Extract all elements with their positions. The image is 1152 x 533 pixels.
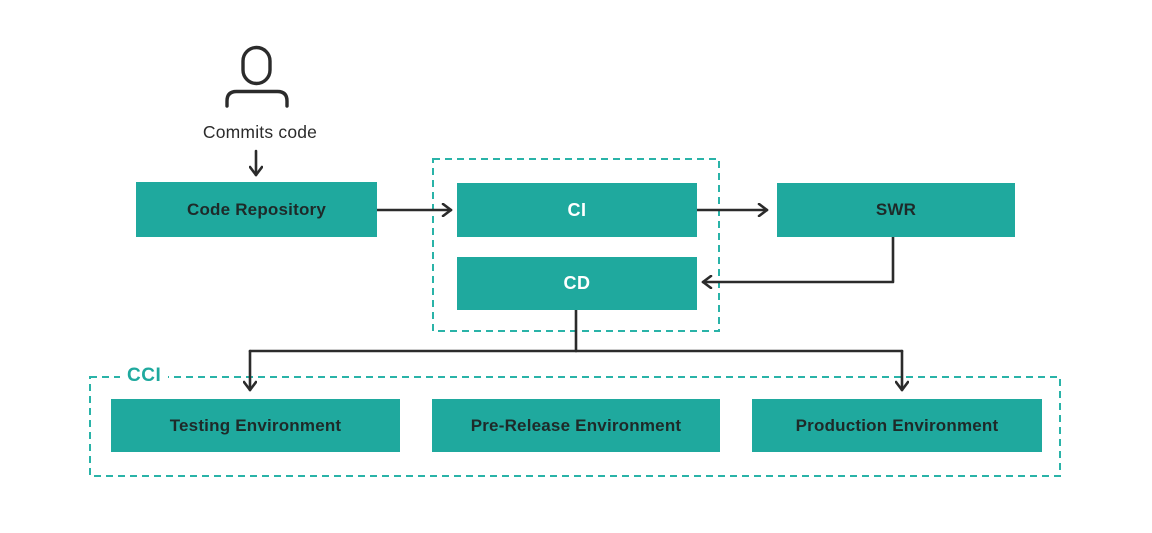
node-testing-environment[interactable]: Testing Environment — [111, 399, 400, 452]
cci-group-label: CCI — [120, 365, 169, 387]
node-swr[interactable]: SWR — [777, 183, 1015, 237]
node-pre-release-environment[interactable]: Pre-Release Environment — [432, 399, 720, 452]
node-cd[interactable]: CD — [457, 257, 697, 310]
node-production-environment[interactable]: Production Environment — [752, 399, 1042, 452]
cci-group-border — [89, 376, 1061, 477]
person-icon — [225, 45, 289, 108]
node-code-repository[interactable]: Code Repository — [136, 182, 377, 237]
arrow-swr-to-cd — [701, 235, 895, 282]
commits-code-caption: Commits code — [202, 122, 318, 142]
node-ci[interactable]: CI — [457, 183, 697, 237]
